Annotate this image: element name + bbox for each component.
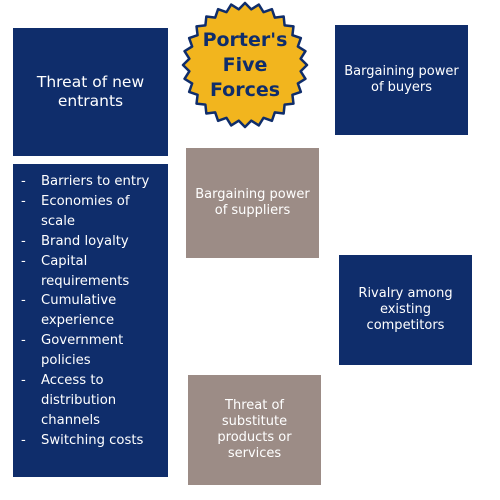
threat-of-substitutes-label: Threat of substitute products or service… [217,397,292,462]
barrier-item: Government policies [19,331,162,371]
barrier-item: Cumulative experience [19,291,162,331]
barriers-to-entry-list-box: Barriers to entry Economies of scale Bra… [13,164,168,477]
seal-title-line-2: Five [222,54,268,76]
seal-title-line-3: Forces [209,79,281,101]
seal-title: Porter's Five Forces [180,28,310,103]
barrier-item: Economies of scale [19,192,162,232]
threat-of-substitutes-box: Threat of substitute products or service… [188,375,321,485]
bargaining-power-of-suppliers-box: Bargaining power of suppliers [186,148,319,258]
porters-five-forces-seal [181,1,309,129]
threat-of-new-entrants-box: Threat of new entrants [13,28,168,156]
seal-title-line-1: Porter's [202,29,288,51]
rivalry-among-competitors-label: Rivalry among existing competitors [358,285,453,334]
rivalry-among-competitors-box: Rivalry among existing competitors [339,255,472,365]
barrier-item: Capital requirements [19,252,162,292]
bargaining-power-of-buyers-label: Bargaining power of buyers [344,63,459,95]
bargaining-power-of-suppliers-label: Bargaining power of suppliers [195,186,310,218]
barrier-item: Access to distribution channels [19,371,162,431]
threat-of-new-entrants-label: Threat of new entrants [36,72,145,110]
barrier-item: Brand loyalty [19,232,162,252]
barrier-item: Switching costs [19,431,162,451]
barrier-item: Barriers to entry [19,172,162,192]
seal-badge-shape [181,1,309,129]
bargaining-power-of-buyers-box: Bargaining power of buyers [335,25,468,135]
barriers-list: Barriers to entry Economies of scale Bra… [19,172,162,451]
